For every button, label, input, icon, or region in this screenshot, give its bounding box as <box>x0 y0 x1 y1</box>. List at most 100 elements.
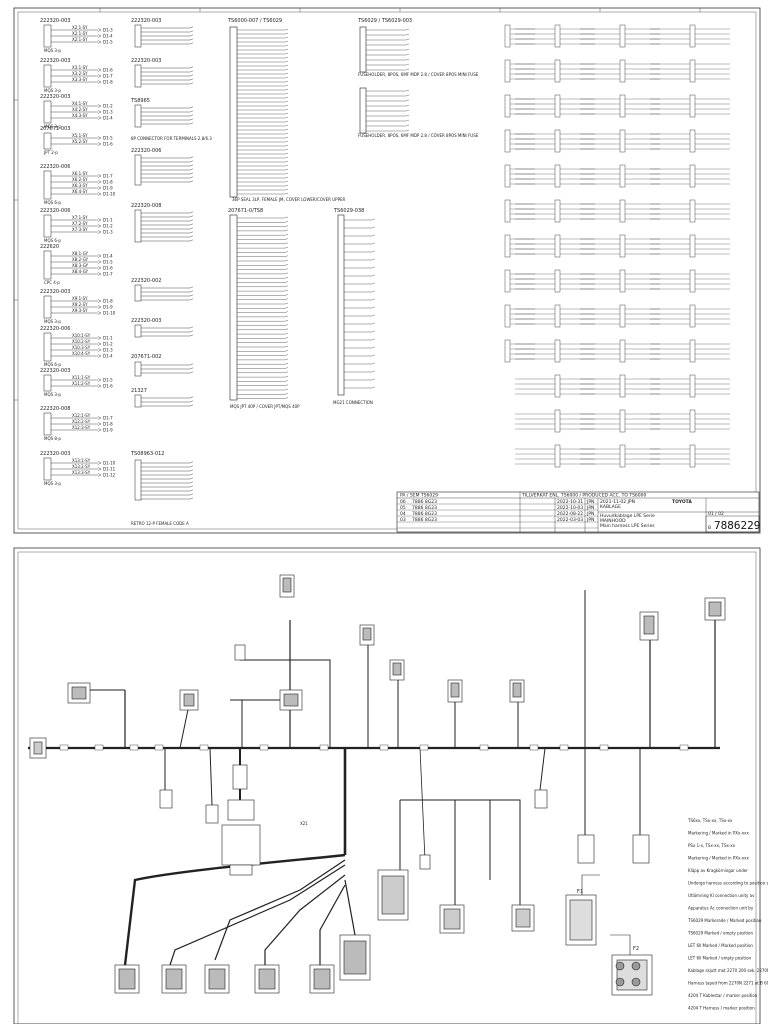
harness-clip <box>94 744 104 751</box>
pin-target: D1-8 <box>103 179 113 184</box>
connector-part-number: 222320-003 <box>40 451 70 457</box>
harness-clip <box>559 744 569 751</box>
pin-target: D1-6 <box>103 67 113 72</box>
revision-id: 05 <box>400 505 406 511</box>
pin-label: X7:2-SY <box>72 221 88 226</box>
revision-date: 2022-10-03 <box>557 505 583 511</box>
pin-target: D1-4 <box>103 115 113 120</box>
svg-text:222320-006: 222320-006 <box>131 148 161 154</box>
svg-text:222320-003: 222320-003 <box>131 18 161 24</box>
svg-text:222320-003: 222320-003 <box>131 318 161 324</box>
pin-target: D1-5 <box>103 377 113 382</box>
pin-label: X3:1-SY <box>72 65 88 70</box>
connector-type: MQS 6-p <box>44 362 61 367</box>
pin-label: X2:1-SY <box>72 31 88 36</box>
connector-type: MQS 3-p <box>44 88 61 93</box>
connector-matrix-right <box>504 24 730 468</box>
pin-label: X8:1-GY <box>72 251 89 256</box>
note-line: Kablage skjutt mot 2270 200 sek. 2270N 2… <box>688 968 768 973</box>
connector-part-number: 222320-003 <box>40 58 70 64</box>
connector-part-number: 222320-006 <box>40 208 70 214</box>
note-line: Apparatus Ac connection unit by <box>688 906 754 911</box>
connector-type: MQS 6-p <box>44 238 61 243</box>
harness-clip <box>319 744 329 751</box>
harness-clip <box>59 744 69 751</box>
pin-target: D1-4 <box>103 33 113 38</box>
connector-type: MQS 3-p <box>44 481 61 486</box>
harness-clip <box>199 744 209 751</box>
note-line: Markering / Marked in PXx-xxx <box>688 856 750 861</box>
pin-target: D1-3 <box>103 109 113 114</box>
pin-target: D1-6 <box>103 383 113 388</box>
pin-label: X6:2-SY <box>72 177 88 182</box>
revision-text: 7886 8G23 <box>412 499 437 505</box>
svg-text:TS6029-038: TS6029-038 <box>333 208 364 214</box>
pin-target: D1-5 <box>103 39 113 44</box>
title-block-header: TILLVERKAT ENL. TS6000 / PRODUCED ACC. T… <box>521 493 647 499</box>
pin-target: D1-6 <box>103 141 113 146</box>
pin-label: X9:3-SY <box>72 308 88 313</box>
pin-target: D1-7 <box>103 271 113 276</box>
connector-part-number: 222320-006 <box>40 164 70 170</box>
revision-text: 7886 8G23 <box>412 511 437 517</box>
revision-init: JPN <box>586 499 594 505</box>
revision-init: JPN <box>586 517 594 523</box>
harness-clip <box>129 744 139 751</box>
pin-target: D1-8 <box>103 298 113 303</box>
pin-label: X9:2-SY <box>72 302 88 307</box>
label-8p-connector: 8P CONNECTOR FOR TERMINALS 2.8/6.3 <box>131 136 212 141</box>
harness-clip <box>529 744 539 751</box>
pin-label: X11:2-SY <box>72 381 91 386</box>
revision-id: 04 <box>400 511 406 517</box>
pin-target: D1-1 <box>103 217 113 222</box>
label-x21: X21 <box>300 821 308 826</box>
pin-label: X13:1-SY <box>72 458 91 463</box>
connector-type: MQS 3-p <box>44 124 61 129</box>
harness-connectors <box>29 574 726 996</box>
svg-text:222320-008: 222320-008 <box>131 203 161 209</box>
pin-target: D1-8 <box>103 421 113 426</box>
pin-target: D1-4 <box>103 253 113 258</box>
pin-label: X7:1-SY <box>72 215 88 220</box>
pin-label: X12:1-SY <box>72 413 91 418</box>
pin-label: X8:2-GY <box>72 257 89 262</box>
pin-target: D1-7 <box>103 73 113 78</box>
pin-label: X4:2-SY <box>72 107 88 112</box>
connector-part-number: 222320-003 <box>40 94 70 100</box>
revision-init: JPN <box>586 511 594 517</box>
connector-type: MQS 8-p <box>44 436 61 441</box>
pin-label: X2:1-SY <box>72 37 88 42</box>
pin-label: X5:2-SY <box>72 139 88 144</box>
pin-label: X5:1-SY <box>72 133 88 138</box>
pin-label: X12:3-SY <box>72 425 91 430</box>
pin-label: X13:2-SY <box>72 464 91 469</box>
connector-type: MQS 6-p <box>44 200 61 205</box>
pin-target: D1-9 <box>103 185 113 190</box>
note-line: LET 6ll Marked / empty position <box>688 956 752 961</box>
pin-label: X7:3-SY <box>72 227 88 232</box>
pin-target: D1-9 <box>103 427 113 432</box>
revision-text: 7886 8G23 <box>412 505 437 511</box>
pin-target: D1-3 <box>103 347 113 352</box>
pin-label: X8:3-GY <box>72 263 89 268</box>
connector-part-number: 222320-003 <box>40 18 70 24</box>
bottom-sheet: F1 F2 X21 TS6xx, TSx-xx, TSx-xxMarkering… <box>13 547 768 1024</box>
title-block-brand: TOYOTA <box>672 499 692 505</box>
note-line: PSx 1-x, TSx-xx, TSx-xx <box>688 843 736 848</box>
label-f2: F2 <box>633 946 639 952</box>
note-line: TS6029 Markerade / Marked position <box>687 918 762 923</box>
pin-label: X6:3-SY <box>72 183 88 188</box>
harness-clip <box>419 744 429 751</box>
connector-type: MQS 3-p <box>44 392 61 397</box>
